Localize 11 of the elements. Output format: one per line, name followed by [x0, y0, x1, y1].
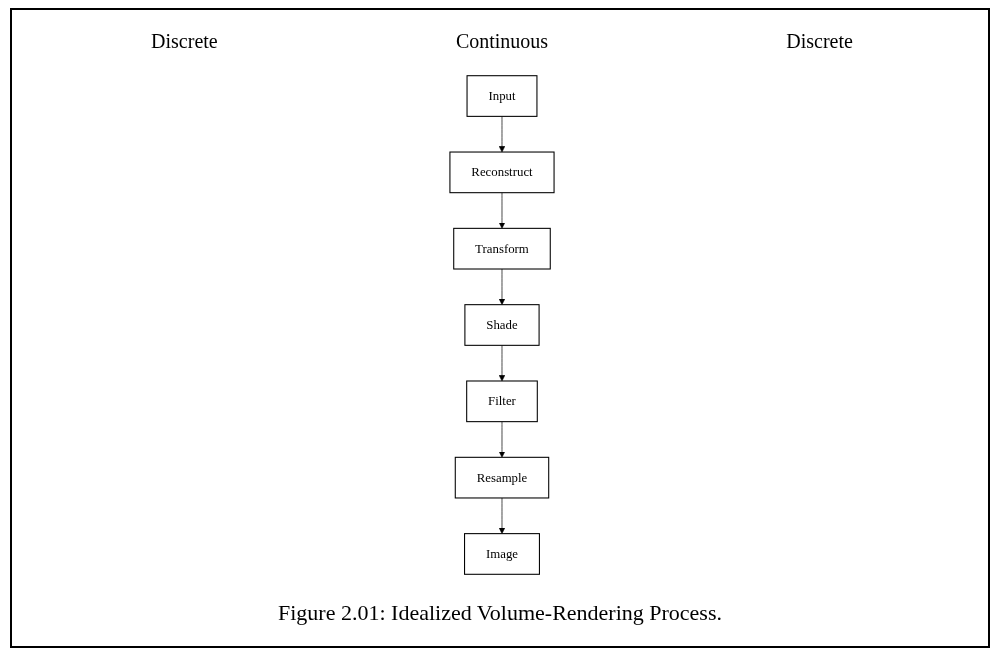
node-box: Filter [466, 380, 538, 423]
column-heading: Continuous [455, 30, 549, 53]
node-box: Shade [464, 304, 540, 346]
node-box: Input [466, 75, 538, 117]
node-box: Image [464, 533, 540, 575]
node-box: Reconstruct [449, 151, 555, 194]
column-heading: Discrete [786, 30, 853, 53]
node-box: Resample [454, 456, 550, 499]
figure-caption: Figure 2.01: Idealized Volume-Rendering Process. [278, 600, 722, 625]
node-box: Transform [453, 227, 551, 270]
column-heading: Discrete [151, 30, 218, 53]
